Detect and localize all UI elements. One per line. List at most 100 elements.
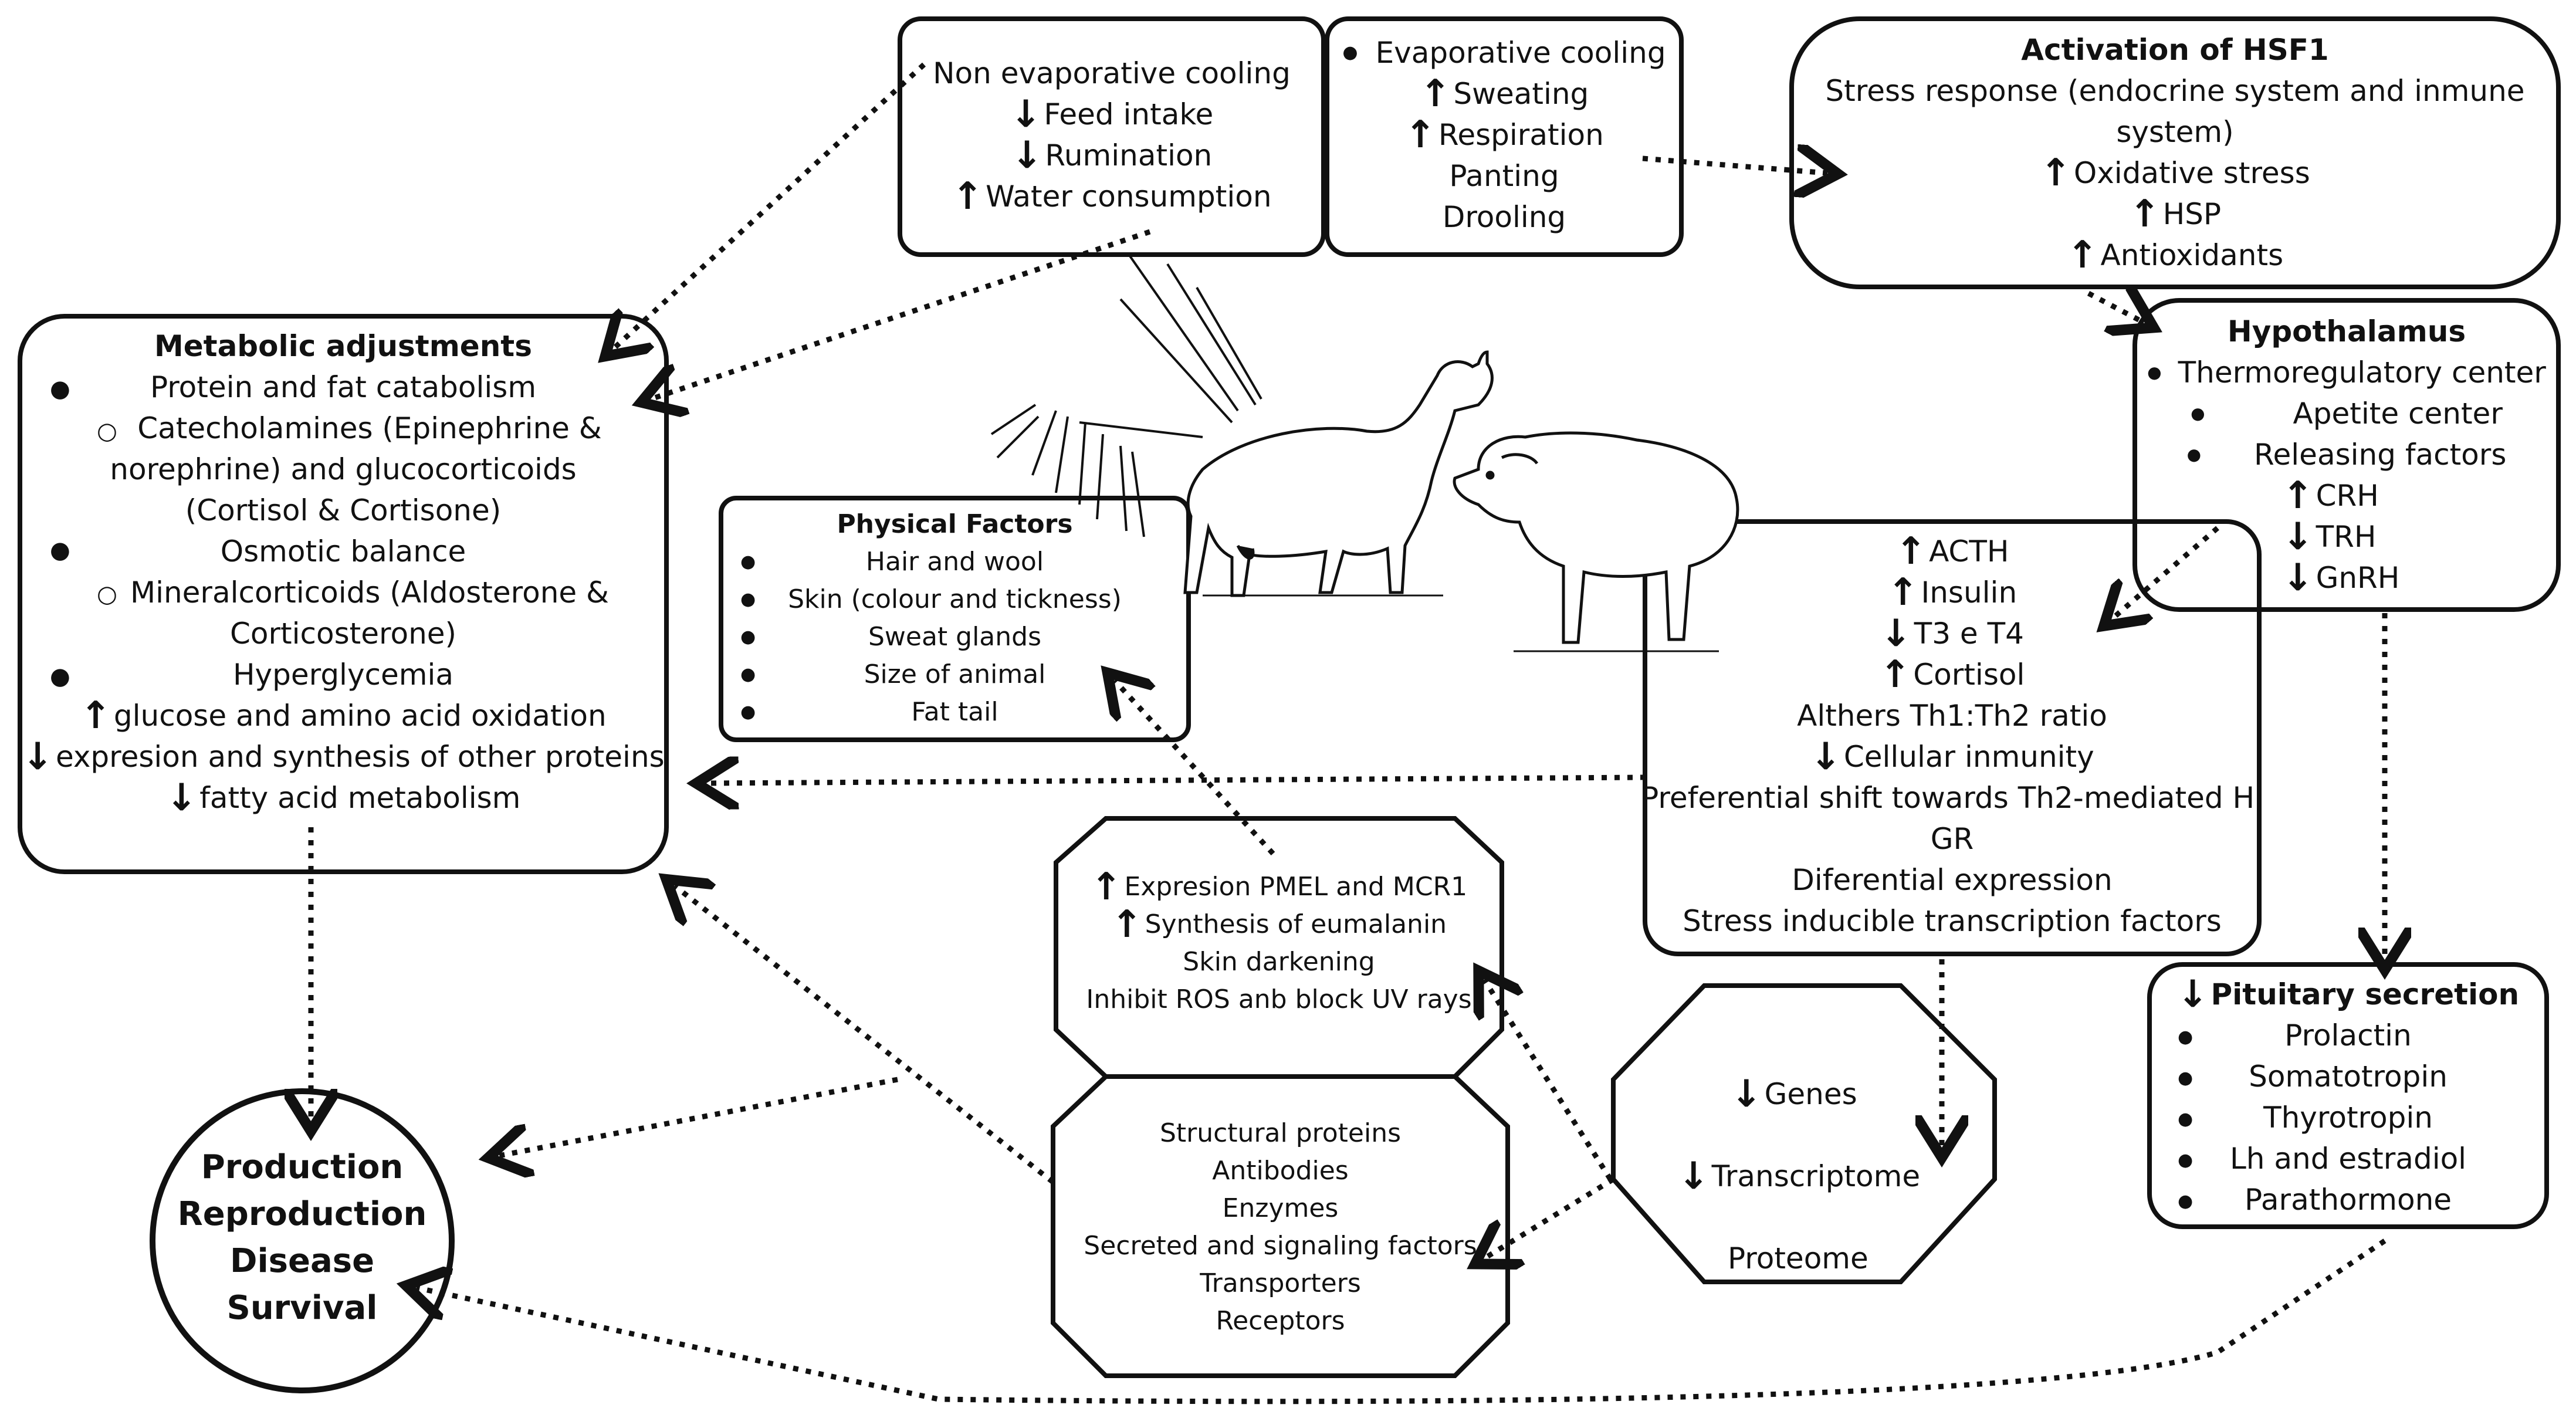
metabolic-b2: Osmotic balance [220, 534, 466, 568]
item-text: GR [1930, 822, 1974, 856]
bullet-icon: ● [740, 627, 756, 647]
list-item: Drooling [1325, 197, 1684, 238]
list-item: ↑HSP [1789, 194, 2561, 235]
item-text: TRH [2316, 520, 2377, 554]
list-item: Prolactin [2284, 1018, 2412, 1052]
metabolic-c1a: Catecholamines (Epinephrine & [137, 411, 602, 445]
list-item: Stress inducible transcription factors [1643, 901, 2262, 942]
bullet-icon: ● [50, 663, 70, 690]
bullet-icon: ● [2178, 1150, 2194, 1170]
down-arrow-icon: ↓ [1678, 1155, 1710, 1198]
bullet-icon: ● [2191, 404, 2205, 423]
bullet-icon: ● [740, 589, 756, 610]
list-item: Diferential expression [1643, 859, 2262, 901]
item-text: Thermoregulatory center [2178, 356, 2546, 390]
item-text: Genes [1764, 1077, 1857, 1111]
list-item: Transporters [1200, 1268, 1361, 1298]
item-text: T3 e T4 [1914, 617, 2024, 651]
item-text: Skin darkening [1183, 947, 1375, 977]
list-item: ↑Sweating [1325, 73, 1684, 114]
up-arrow-icon: ↑ [952, 175, 984, 218]
item-text: Cellular inmunity [1843, 740, 2094, 774]
list-item: Antibodies [1212, 1156, 1349, 1186]
down-arrow-icon: ↓ [1011, 134, 1043, 177]
item-text: Inhibit ROS anb block UV rays [1086, 984, 1472, 1014]
pigment-content: ↑Expresion PMEL and MCR1 ↑Synthesis of e… [1056, 868, 1502, 1018]
list-item: ↓T3 e T4 [1643, 613, 2262, 654]
hsf1-content: Activation of HSF1 Stress response (endo… [1789, 29, 2561, 276]
bullet-icon: ● [2186, 445, 2202, 464]
bullet-icon: ● [2178, 1109, 2194, 1129]
list-item: ↑Antioxidants [1789, 235, 2561, 276]
list-item: Sweat glands [868, 622, 1042, 652]
list-item: Disease [229, 1242, 375, 1280]
metabolic-adjustments-box [18, 314, 669, 874]
item-text: Respiration [1438, 118, 1604, 152]
bullet-icon: ● [740, 664, 756, 685]
item-text: Drooling [1442, 200, 1566, 234]
bullet-icon: ● [2178, 1027, 2194, 1047]
item-text: Cortisol [1913, 658, 2025, 692]
list-item: Skin darkening [1056, 943, 1502, 981]
evaporative-cooling-title-row: ● Evaporative cooling [1325, 32, 1684, 73]
list-item: ↑Synthesis of eumalanin [1056, 906, 1502, 943]
item-text: Transcriptome [1711, 1159, 1921, 1193]
list-item: ↓Feed intake [898, 94, 1326, 135]
up-arrow-icon: ↑ [2066, 233, 2098, 277]
pituitary-title: Pituitary secretion [2211, 977, 2520, 1011]
bullet-icon: ● [50, 537, 70, 564]
list-item: Preferential shift towards Th2-mediated … [1641, 777, 2263, 818]
list-item: Hair and wool [865, 547, 1044, 577]
item-text: Insulin [1921, 576, 2018, 610]
list-item: GR [1643, 818, 2262, 859]
non-evaporative-cooling-title: Non evaporative cooling [933, 56, 1291, 90]
down-arrow-icon: ↓ [165, 776, 198, 820]
hypothalamus-box [2132, 298, 2561, 612]
list-item: Althers Th1:Th2 ratio [1643, 695, 2262, 736]
list-item: Fat tail [911, 697, 998, 727]
circle-bullet-icon: ○ [97, 418, 117, 445]
list-item: Receptors [1216, 1306, 1345, 1336]
up-arrow-icon: ↑ [1404, 113, 1436, 157]
list-item: Survival [226, 1289, 378, 1327]
list-item: ↓Genes [1613, 1074, 1995, 1115]
up-arrow-icon: ↑ [2282, 474, 2314, 517]
list-item: Somatotropin [2249, 1060, 2448, 1094]
list-item: Panting [1325, 155, 1684, 197]
list-item: Reproduction [177, 1195, 427, 1233]
down-arrow-icon: ↓ [1880, 612, 1912, 655]
list-item: ↓GnRH [2132, 557, 2561, 598]
list-item: ●Thermoregulatory center [2132, 352, 2561, 393]
omics-content: ↓Genes ↓Transcriptome Proteome [1613, 1074, 1995, 1279]
list-item: Proteome [1613, 1238, 1995, 1279]
item-text: CRH [2316, 479, 2379, 513]
omics-hexagon [1611, 983, 1997, 1284]
list-item: ↑Water consumption [898, 176, 1326, 217]
up-arrow-icon: ↑ [1090, 865, 1122, 909]
pituitary-secretion-box [2147, 962, 2549, 1229]
list-item: Enzymes [1222, 1193, 1339, 1223]
up-arrow-icon: ↑ [1419, 72, 1451, 116]
up-arrow-icon: ↑ [1879, 653, 1911, 696]
metabolic-c2b: Corticosterone) [229, 617, 457, 651]
list-item: ↓fatty acid metabolism [18, 777, 669, 818]
bullet-icon: ● [740, 551, 756, 572]
bullet-icon: ● [1342, 42, 1358, 63]
up-arrow-icon: ↑ [1887, 571, 1919, 614]
list-item: ↓expresion and synthesis of other protei… [18, 736, 669, 777]
item-text: glucose and amino acid oxidation [113, 699, 607, 733]
item-text: Feed intake [1044, 97, 1214, 131]
list-item: ↓TRH [2132, 516, 2561, 557]
up-arrow-icon: ↑ [80, 694, 111, 737]
list-item: Structural proteins [1159, 1118, 1402, 1148]
hsf1-title: Activation of HSF1 [2021, 33, 2329, 67]
list-item: ↑CRH [2132, 475, 2561, 516]
item-text: Expresion PMEL and MCR1 [1124, 872, 1468, 902]
sun-rays-icon [990, 254, 1262, 537]
item-text: Althers Th1:Th2 ratio [1797, 699, 2107, 733]
list-item: ↑glucose and amino acid oxidation [18, 695, 669, 736]
list-item: ↑ACTH [1643, 531, 2262, 572]
evaporative-cooling-title: Evaporative cooling [1375, 36, 1666, 70]
item-text: Sweating [1453, 77, 1589, 111]
circle-bullet-icon: ○ [97, 581, 117, 608]
